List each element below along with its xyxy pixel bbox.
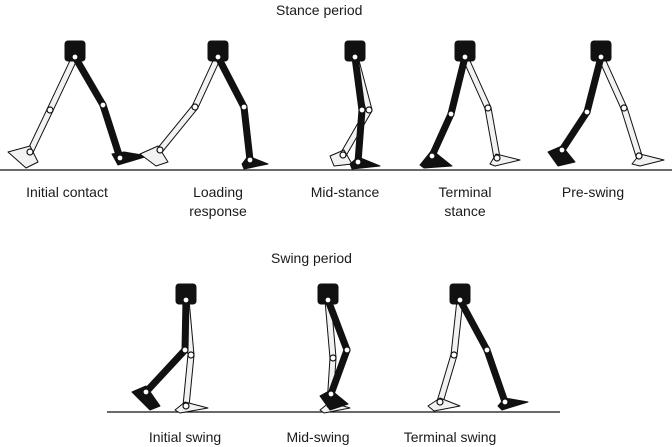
leading-leg-foot: [242, 156, 268, 169]
leading-leg-shank: [100, 104, 123, 159]
swing-leg-ankle-joint: [143, 389, 149, 395]
swing-leg-ankle-joint: [502, 399, 508, 405]
figure-initial-contact: [8, 41, 148, 168]
figure-mid-swing: [318, 284, 350, 413]
caption-line: Mid-stance: [280, 183, 410, 202]
caption-line: Initial contact: [2, 183, 132, 202]
stance-leg-ankle-joint: [183, 403, 189, 409]
caption-terminal-swing: Terminal swing: [385, 428, 515, 447]
hip-joint: [183, 297, 189, 303]
swing-leg-knee-joint: [344, 347, 350, 353]
leading-leg-shank: [485, 108, 500, 159]
caption-line: Mid-swing: [253, 428, 383, 447]
trailing-leg-thigh: [192, 56, 220, 109]
swing-leg-ankle-joint: [328, 391, 334, 397]
hip-joint: [457, 297, 463, 303]
hip-joint: [462, 54, 468, 60]
hip-joint: [215, 54, 221, 60]
stance-leg-foot: [420, 150, 452, 168]
trailing-leg-thigh: [47, 56, 77, 112]
leading-leg-thigh: [215, 56, 246, 109]
swing-leg-knee-joint: [182, 347, 188, 353]
leading-leg-ankle-joint: [247, 157, 253, 163]
leading-leg-ankle-joint: [636, 153, 642, 159]
trailing-leg-shank: [27, 109, 52, 154]
stance-leg-knee-joint: [330, 355, 336, 361]
trailing-leg-knee-joint: [47, 107, 53, 113]
caption-line: Initial swing: [120, 428, 250, 447]
leading-leg-knee-joint: [100, 102, 106, 108]
stance-leg-shank: [437, 354, 457, 403]
figure-mid-stance: [330, 41, 380, 169]
caption-initial-contact: Initial contact: [2, 183, 132, 202]
trailing-leg-knee-joint: [192, 104, 198, 110]
hip-joint: [72, 54, 78, 60]
stance-leg-knee-joint: [448, 111, 454, 117]
stance-leg-ankle-joint: [437, 399, 443, 405]
stance-leg-shank: [560, 110, 590, 151]
swing-leg-thigh: [182, 300, 189, 350]
swing-leg-shank: [484, 349, 508, 403]
caption-line: Pre-swing: [528, 183, 658, 202]
leading-leg-knee-joint: [485, 105, 491, 111]
leading-leg-shank: [621, 107, 642, 157]
figure-terminal-swing: [428, 284, 528, 411]
caption-line: stance: [400, 202, 530, 221]
hip-joint: [352, 54, 358, 60]
hip-joint: [325, 297, 331, 303]
stance-leg-knee-joint: [359, 107, 365, 113]
caption-mid-swing: Mid-swing: [253, 428, 383, 447]
stance-leg-knee-joint: [188, 352, 194, 358]
caption-line: Terminal swing: [385, 428, 515, 447]
leading-leg-thigh: [72, 56, 105, 107]
stance-leg-foot: [428, 398, 460, 411]
swing-leg-ankle-joint: [340, 152, 346, 158]
caption-mid-stance: Mid-stance: [280, 183, 410, 202]
caption-line: Terminal: [400, 183, 530, 202]
stance-leg-ankle-joint: [559, 147, 565, 153]
figure-terminal-stance: [420, 41, 520, 168]
swing-leg-knee-joint: [484, 347, 490, 353]
stance-leg-knee-joint: [584, 109, 590, 115]
leading-leg-shank: [241, 107, 253, 161]
figure-pre-swing: [548, 41, 664, 166]
trailing-leg-shank: [158, 105, 198, 152]
stance-leg-ankle-joint: [429, 153, 435, 159]
swing-leg-thigh: [457, 299, 489, 352]
stance-leg-shank: [183, 355, 194, 407]
leading-leg-ankle-joint: [494, 155, 500, 161]
caption-loading-response: Loading response: [153, 183, 283, 221]
caption-pre-swing: Pre-swing: [528, 183, 658, 202]
stance-leg-foot: [350, 157, 380, 169]
stance-leg-foot: [175, 402, 208, 413]
swing-leg-shank: [144, 348, 187, 394]
trailing-leg-ankle-joint: [27, 149, 33, 155]
stance-leg-ankle-joint: [355, 159, 361, 165]
figure-loading-response: [140, 41, 268, 169]
swing-period-title: Swing period: [271, 250, 352, 266]
stance-leg-knee-joint: [451, 352, 457, 358]
trailing-leg-ankle-joint: [157, 147, 163, 153]
swing-leg-knee-joint: [366, 107, 372, 113]
stance-period-title: Stance period: [276, 2, 362, 18]
caption-terminal-stance: Terminal stance: [400, 183, 530, 221]
caption-line: response: [153, 202, 283, 221]
stance-leg-thigh: [448, 56, 468, 114]
leading-leg-knee-joint: [241, 104, 247, 110]
caption-initial-swing: Initial swing: [120, 428, 250, 447]
hip-joint: [598, 54, 604, 60]
caption-line: Loading: [153, 183, 283, 202]
stance-leg-thigh: [584, 56, 604, 112]
stance-leg-shank: [355, 110, 365, 162]
leading-leg-ankle-joint: [117, 155, 123, 161]
leading-leg-knee-joint: [621, 105, 627, 111]
figure-initial-swing: [132, 284, 208, 413]
